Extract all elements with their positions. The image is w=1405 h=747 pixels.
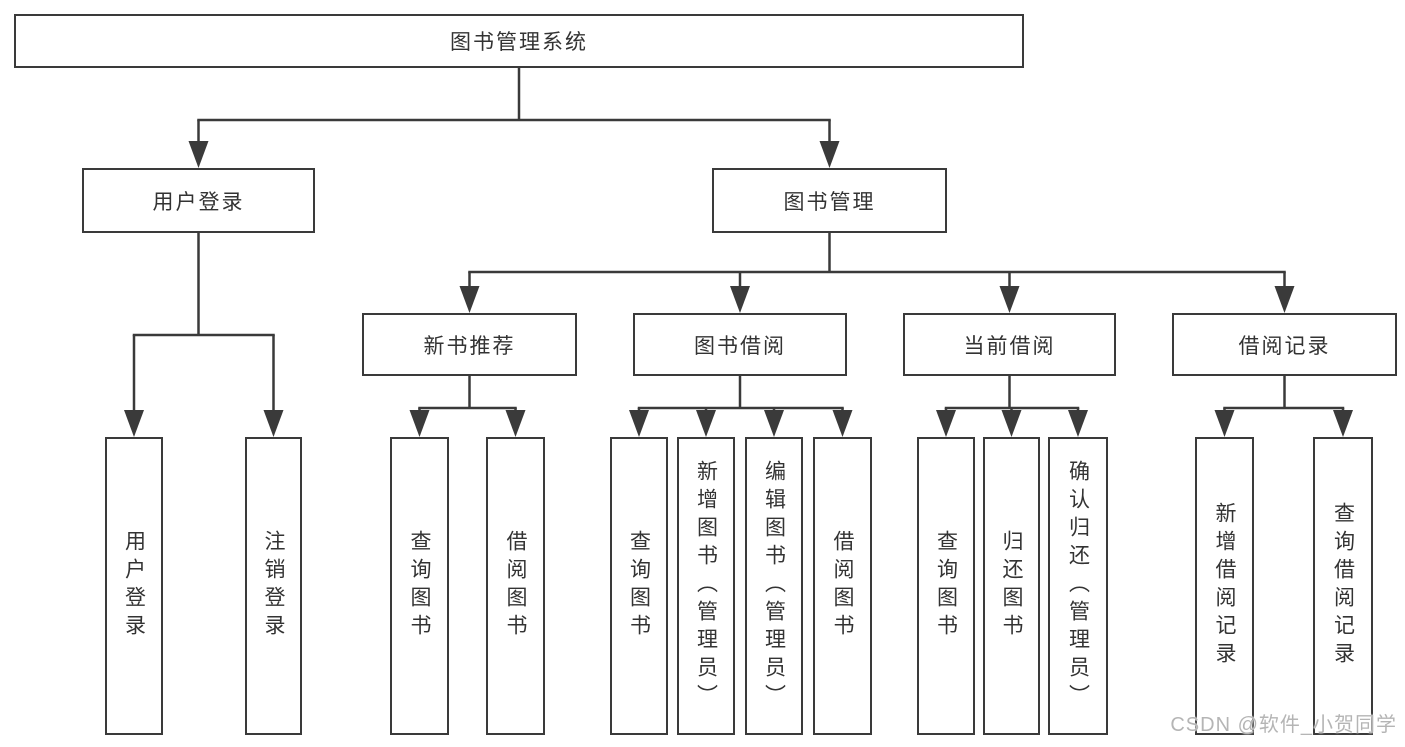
arrowhead (505, 410, 526, 437)
arrowhead (188, 141, 209, 168)
node-logout: 注销登录 (245, 437, 302, 735)
arrowhead (1333, 410, 1353, 437)
arrowhead (832, 410, 853, 437)
node-label: 图书管理 (783, 190, 876, 214)
node-br-add-record: 新增借阅记录 (1195, 437, 1254, 735)
arrowhead (1214, 410, 1235, 437)
node-bb-borrow-book: 借阅图书 (813, 437, 872, 735)
arrowhead (409, 410, 430, 437)
node-br-query-record: 查询借阅记录 (1313, 437, 1373, 735)
arrowhead (999, 286, 1020, 313)
node-new-book-rec: 新书推荐 (362, 313, 577, 376)
node-bb-query-book: 查询图书 (610, 437, 668, 735)
node-label: 新增图书（管理员） (694, 460, 718, 712)
arrowhead (819, 141, 840, 168)
node-label: 确认归还（管理员） (1066, 460, 1090, 712)
node-label: 借阅图书 (504, 530, 527, 642)
node-label: 归还图书 (1000, 530, 1023, 642)
node-borrow-records: 借阅记录 (1172, 313, 1397, 376)
node-label: 图书管理系统 (450, 31, 588, 54)
node-label: 查询图书 (627, 530, 651, 642)
node-book-borrow: 图书借阅 (633, 313, 847, 376)
node-cb-query-book: 查询图书 (917, 437, 975, 735)
arrowhead (629, 410, 649, 437)
node-rec-query-book: 查询图书 (390, 437, 449, 735)
node-current-borrow: 当前借阅 (903, 313, 1116, 376)
arrowhead (124, 410, 144, 437)
node-label: 用户登录 (152, 190, 245, 214)
node-cb-return-book: 归还图书 (983, 437, 1040, 735)
node-label: 查询借阅记录 (1331, 502, 1355, 670)
node-rec-borrow-book: 借阅图书 (486, 437, 545, 735)
node-label: 新书推荐 (423, 334, 516, 358)
node-bb-add-book: 新增图书（管理员） (677, 437, 735, 735)
arrowhead (764, 410, 784, 437)
watermark: CSDN @软件_小贺同学 (1170, 714, 1397, 736)
node-label: 借阅图书 (831, 530, 854, 642)
node-label: 编辑图书（管理员） (762, 460, 786, 712)
node-label: 当前借阅 (963, 334, 1056, 358)
node-cb-confirm-return: 确认归还（管理员） (1048, 437, 1108, 735)
node-label: 用户登录 (122, 530, 146, 642)
node-label: 图书借阅 (694, 334, 786, 358)
node-login: 用户登录 (105, 437, 163, 735)
node-label: 查询图书 (934, 530, 958, 642)
node-book-mgmt: 图书管理 (712, 168, 947, 233)
arrowhead (459, 286, 480, 313)
node-label: 借阅记录 (1238, 334, 1331, 358)
node-label: 查询图书 (408, 530, 431, 642)
arrowhead (730, 286, 750, 313)
arrowhead (936, 410, 956, 437)
arrowhead (1274, 286, 1295, 313)
arrowhead (263, 410, 284, 437)
arrowhead (1001, 410, 1022, 437)
node-user-login: 用户登录 (82, 168, 315, 233)
node-label: 新增借阅记录 (1213, 502, 1236, 670)
node-label: 注销登录 (262, 530, 285, 642)
arrowhead (696, 410, 716, 437)
node-bb-edit-book: 编辑图书（管理员） (745, 437, 803, 735)
arrowhead (1068, 410, 1088, 437)
node-system: 图书管理系统 (14, 14, 1024, 68)
